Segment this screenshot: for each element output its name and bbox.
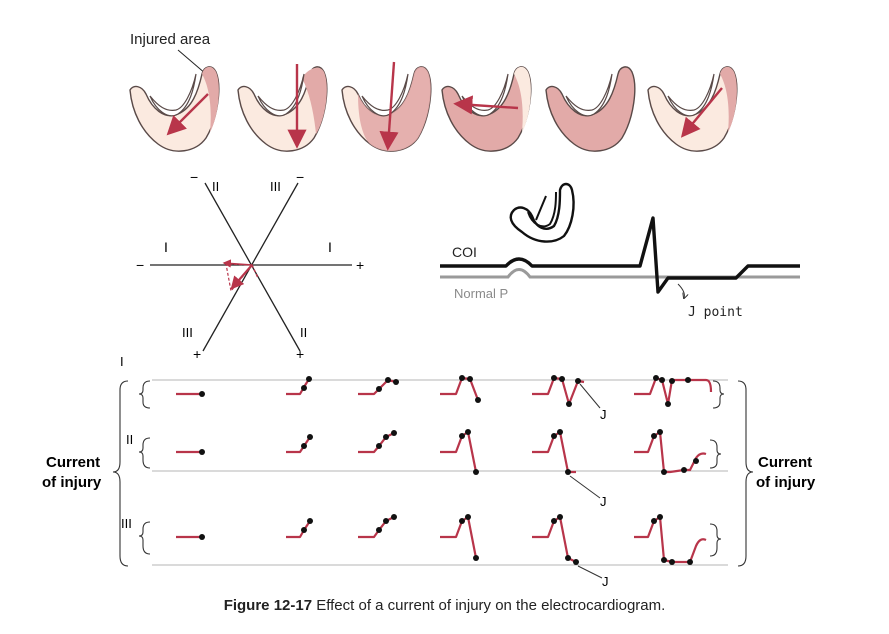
trace-lead-ii-2 <box>286 436 311 454</box>
lead-axes-diagram: − I I + − II III − III + II + <box>136 169 364 362</box>
j-label-lead-iii: J <box>602 574 609 589</box>
injured-area-label: Injured area <box>130 31 211 48</box>
axis-ii-minus: − <box>190 169 198 185</box>
lead-iii-row-label: III <box>121 516 132 531</box>
injured-area-leader <box>177 49 207 75</box>
axis-ii-plus: + <box>296 346 304 362</box>
axis-iii-label-bottom: III <box>182 325 193 340</box>
bracket-icon <box>709 523 722 557</box>
heart-ventricle-icon <box>237 64 328 152</box>
j-point-label: J point <box>688 305 743 320</box>
heart-ventricle-icon <box>647 66 738 152</box>
figure-number: Figure 12-17 <box>223 597 313 614</box>
trace-lead-iii-4 <box>440 515 478 559</box>
bracket-icon <box>709 439 722 469</box>
lead-ii-row-label: II <box>126 432 133 447</box>
heart-ventricle-icon <box>441 66 532 152</box>
trace-lead-ii-6 <box>634 430 707 474</box>
axis-iii-label-top: III <box>270 179 281 194</box>
coi-label: COI <box>452 244 477 260</box>
current-of-injury-right-1: Current <box>758 454 812 471</box>
coi-ecg-panel: COI Normal P J point <box>440 182 800 320</box>
heart-ventricle-icon <box>129 66 220 152</box>
bracket-icon <box>737 380 754 567</box>
normal-p-label: Normal P <box>454 286 508 301</box>
axis-iii-minus: − <box>296 169 304 185</box>
axis-i-label-right: I <box>328 239 332 255</box>
axis-ii-label-bottom: II <box>300 325 307 340</box>
figure-caption-text: Effect of a current of injury on the ele… <box>316 597 666 614</box>
axis-i-plus: + <box>356 257 364 273</box>
lead-tracings-panel: I II III <box>42 354 816 589</box>
bracket-icon <box>138 521 151 555</box>
axis-ii-label-top: II <box>212 179 219 194</box>
axis-iii-plus: + <box>193 346 201 362</box>
trace-lead-i-2 <box>286 378 310 396</box>
trace-lead-iii-6 <box>634 515 707 564</box>
j-label-lead-ii: J <box>600 494 607 509</box>
axis-i-minus: − <box>136 257 144 273</box>
figure-caption: Figure 12-17 Effect of a current of inju… <box>0 597 889 614</box>
bracket-icon <box>138 437 151 469</box>
current-of-injury-left-1: Current <box>46 454 100 471</box>
heart-ventricle-icon <box>509 182 575 243</box>
trace-lead-iii-2 <box>286 520 311 539</box>
current-of-injury-right-2: of injury <box>756 474 816 491</box>
bracket-icon <box>138 380 151 409</box>
lead-i-row-label: I <box>120 354 124 369</box>
trace-lead-ii-4 <box>440 430 478 473</box>
heart-ventricle-icon <box>545 66 636 152</box>
bracket-icon <box>712 380 725 409</box>
current-of-injury-left-2: of injury <box>42 474 102 491</box>
bracket-icon <box>112 380 129 567</box>
heart-ventricle-icon <box>341 61 432 152</box>
j-label-lead-i: J <box>600 407 607 422</box>
trace-lead-i-4 <box>440 376 480 401</box>
axis-i-label-left: I <box>164 239 168 255</box>
